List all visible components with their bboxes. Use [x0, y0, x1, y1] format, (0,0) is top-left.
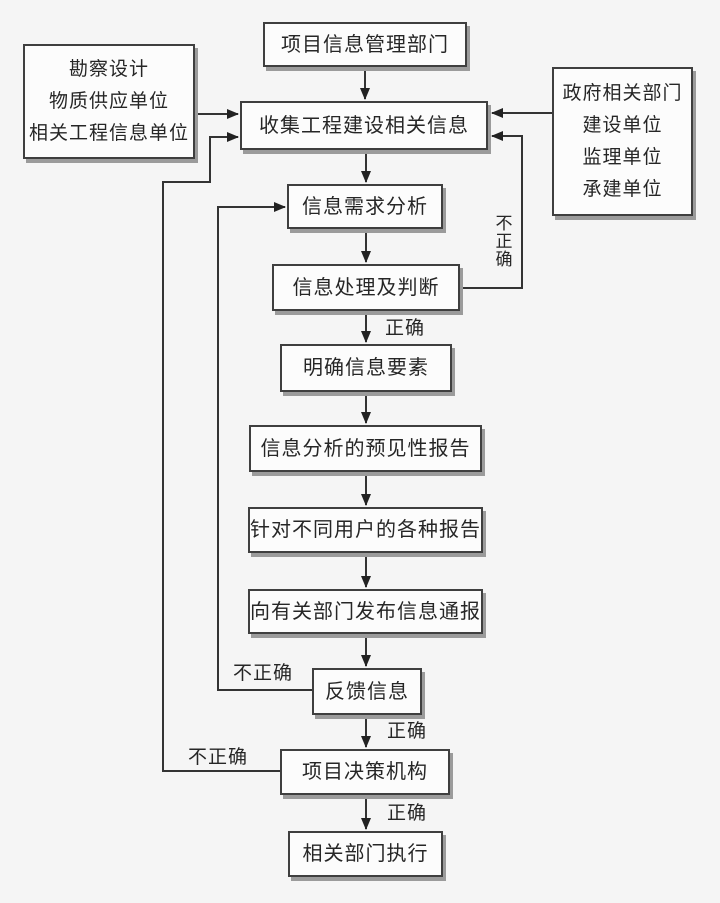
node-foresight-report: 信息分析的预见性报告: [249, 425, 482, 472]
node-label-line: 勘察设计: [68, 59, 149, 81]
node-user-reports: 针对不同用户的各种报告: [248, 507, 483, 553]
node-process-judge: 信息处理及判断: [272, 264, 460, 311]
node-collect-info: 收集工程建设相关信息: [240, 101, 488, 150]
node-label-line: 监理单位: [582, 147, 663, 169]
node-notify-departments: 向有关部门发布信息通报: [248, 589, 483, 634]
node-decision-body: 项目决策机构: [280, 749, 450, 795]
node-label: 项目信息管理部门: [281, 33, 449, 56]
node-label: 相关部门执行: [302, 843, 429, 865]
node-label: 明确信息要素: [303, 357, 429, 379]
node-label: 信息处理及判断: [292, 276, 440, 299]
node-label-line: 物质供应单位: [48, 90, 169, 112]
node-label: 反馈信息: [325, 680, 409, 703]
edge-label-incorrect-feedback: 不正确: [233, 663, 294, 684]
edge-label-incorrect-process: 不正确: [495, 214, 513, 269]
node-label: 项目决策机构: [302, 761, 428, 783]
edge-label-correct-process: 正确: [385, 318, 426, 339]
edge-label-correct-decision: 正确: [387, 803, 428, 824]
node-feedback-info: 反馈信息: [312, 668, 422, 715]
node-label-line: 承建单位: [582, 179, 663, 201]
node-label: 针对不同用户的各种报告: [250, 519, 481, 541]
feedback-process-to-collect: [460, 131, 523, 289]
node-label-line: 政府相关部门: [562, 82, 683, 104]
node-project-info-dept: 项目信息管理部门: [263, 22, 467, 67]
edge-label-correct-feedback: 正确: [387, 721, 428, 742]
node-label-line: 建设单位: [582, 114, 663, 136]
node-right-sources: 政府相关部门 建设单位 监理单位 承建单位: [552, 67, 693, 216]
node-label-line: 相关工程信息单位: [28, 122, 189, 144]
node-label: 信息分析的预见性报告: [260, 437, 471, 460]
node-demand-analysis: 信息需求分析: [287, 184, 443, 229]
edge-label-incorrect-decision: 不正确: [188, 747, 249, 768]
node-left-sources: 勘察设计 物质供应单位 相关工程信息单位: [23, 44, 195, 159]
node-execute-departments: 相关部门执行: [288, 831, 443, 877]
node-label: 收集工程建设相关信息: [259, 114, 469, 137]
node-clarify-elements: 明确信息要素: [280, 344, 452, 392]
node-label: 信息需求分析: [302, 195, 428, 218]
feedback-feedback-to-demand: [217, 202, 312, 691]
node-label: 向有关部门发布信息通报: [250, 600, 481, 623]
feedback-decision-to-collect: [162, 132, 280, 772]
